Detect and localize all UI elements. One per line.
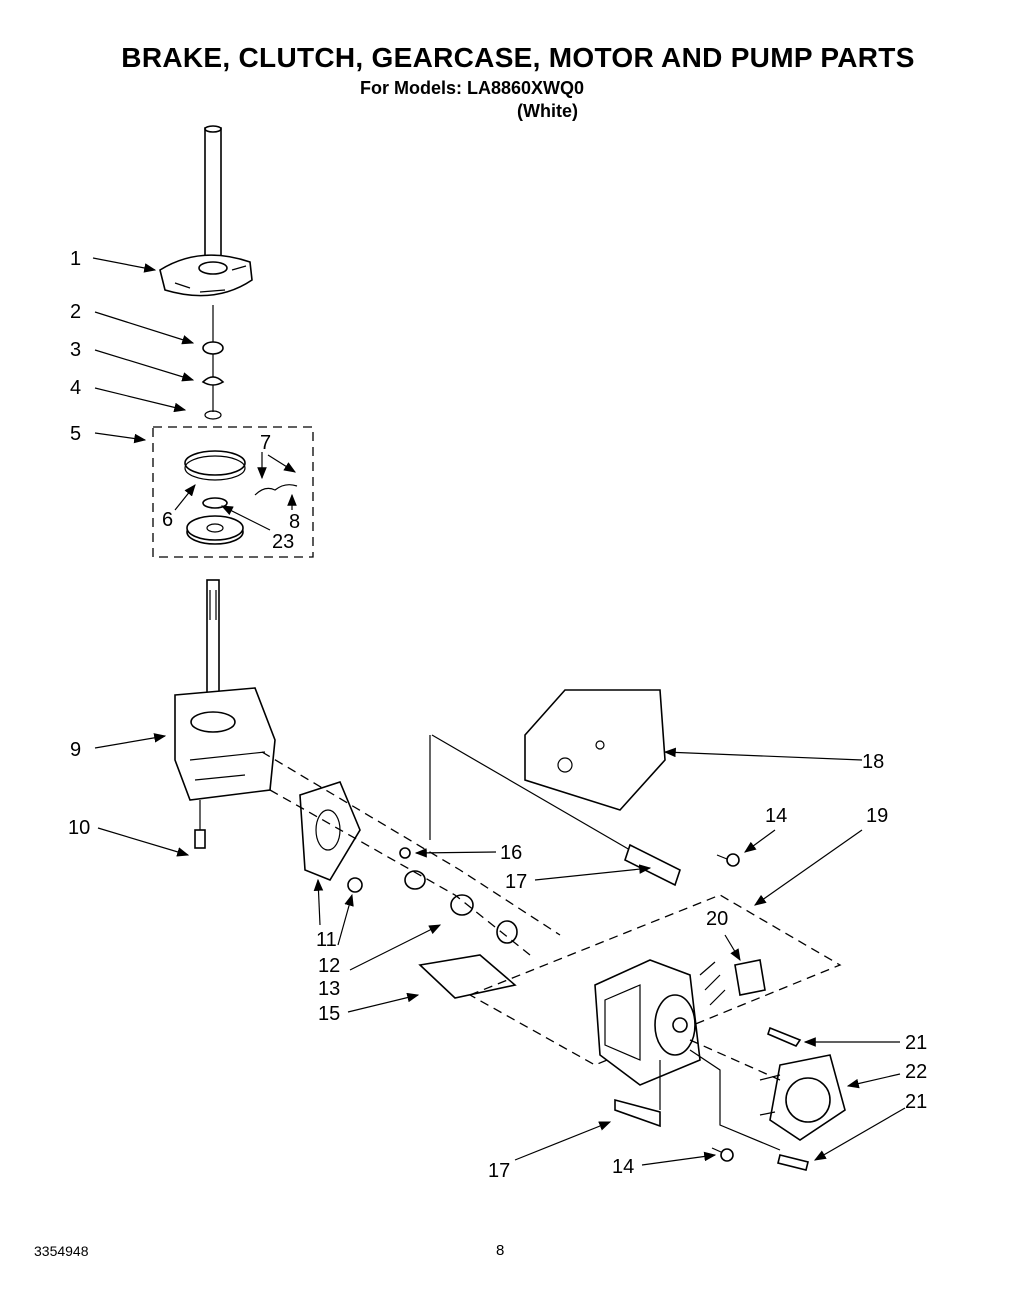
callout-21-upper: 21 — [905, 1032, 927, 1054]
callout-11: 11 — [316, 929, 337, 951]
part-15-gasket — [418, 954, 517, 999]
part-17-rod — [624, 843, 681, 887]
callout-14-upper: 14 — [765, 805, 787, 827]
part-16-screw — [399, 847, 411, 859]
part-6-clutch-band — [184, 450, 246, 481]
callout-6: 6 — [162, 509, 173, 531]
callout-19: 19 — [866, 805, 888, 827]
callout-18: 18 — [862, 751, 884, 773]
part-21-clip-upper — [767, 1026, 802, 1047]
part-14-screw-upper — [716, 853, 740, 867]
models-line: For Models: LA8860XWQ0 — [360, 78, 585, 98]
callout-16: 16 — [500, 842, 522, 864]
color-variant: (White) — [517, 101, 578, 121]
part-14-screw-lower — [711, 1147, 734, 1162]
part-18-motor-shield — [524, 689, 666, 811]
part-1-brake-plate — [159, 254, 253, 297]
part-3-ring — [201, 376, 225, 386]
upper-spin-shaft — [204, 125, 222, 269]
motor-coupling — [496, 920, 518, 944]
part-4-retaining-ring — [204, 410, 222, 420]
callout-17-upper: 17 — [505, 871, 527, 893]
callout-12: 12 — [318, 955, 340, 977]
callout-13: 13 — [318, 978, 340, 1000]
part-5-clutch-assembly-box — [152, 426, 314, 558]
part-20-switch — [734, 959, 766, 996]
motor — [594, 959, 701, 1086]
part-10-bolt — [194, 800, 206, 849]
page-number: 8 — [496, 1242, 505, 1259]
callout-22: 22 — [905, 1061, 927, 1083]
callout-10: 10 — [68, 817, 90, 839]
callout-1: 1 — [70, 248, 81, 270]
leader-lines — [92, 257, 906, 1166]
part-7-spring — [254, 484, 298, 496]
callout-9: 9 — [70, 739, 81, 761]
part-11-fitting — [347, 877, 363, 893]
part-19-motor-box — [468, 894, 842, 1066]
callout-4: 4 — [70, 377, 81, 399]
part-12-coupling — [404, 870, 426, 890]
callout-3: 3 — [70, 339, 81, 361]
callout-5: 5 — [70, 423, 81, 445]
callout-21-lower: 21 — [905, 1091, 927, 1113]
callout-17-lower: 17 — [488, 1160, 510, 1182]
callout-2: 2 — [70, 301, 81, 323]
callout-labels: 1 2 3 4 5 6 7 8 23 9 10 11 12 13 15 16 1… — [68, 248, 927, 1182]
callout-20: 20 — [706, 908, 728, 930]
part-22-pump — [759, 1054, 846, 1141]
clutch-hub — [186, 515, 244, 545]
callout-8: 8 — [289, 511, 300, 533]
part-9-gearcase — [174, 687, 276, 801]
part-13-coupling-disc — [450, 894, 474, 916]
document-number: 3354948 — [34, 1243, 89, 1259]
callout-14-lower: 14 — [612, 1156, 634, 1178]
callout-23: 23 — [272, 531, 294, 553]
part-17-bracket-lower — [614, 1098, 661, 1128]
part-21-clip-lower — [777, 1154, 809, 1171]
part-11-pump-mount-plate — [299, 781, 361, 881]
page-title: BRAKE, CLUTCH, GEARCASE, MOTOR AND PUMP … — [121, 42, 915, 73]
callout-7: 7 — [260, 432, 271, 454]
part-2-washer — [202, 341, 224, 355]
callout-15: 15 — [318, 1003, 340, 1025]
